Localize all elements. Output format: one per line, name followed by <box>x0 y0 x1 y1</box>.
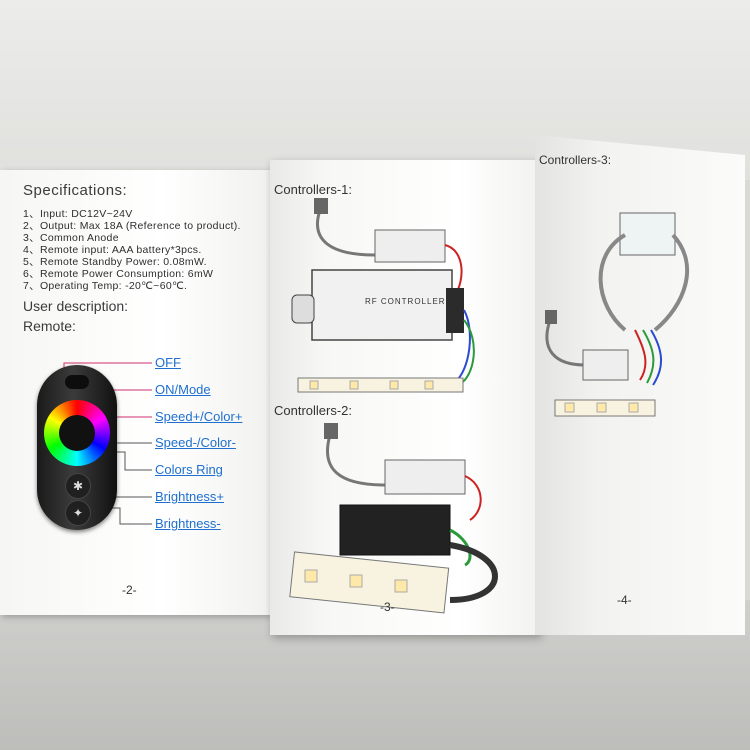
power-cable-3 <box>545 319 586 367</box>
manual-page-4: Controllers-3: -4- <box>535 135 745 635</box>
terminal-block <box>446 288 464 333</box>
plug-1 <box>314 198 328 214</box>
off-button-icon <box>65 375 89 389</box>
callout-brightness-plus: Brightness+ <box>155 489 225 504</box>
brightness-up-icon: ✱ <box>65 473 91 499</box>
spec-line: 4、Remote input: AAA battery*3pcs. <box>23 244 202 256</box>
spec-line: 2、Output: Max 18A (Reference to product)… <box>23 220 241 232</box>
led-3c <box>628 402 639 413</box>
power-supply-1 <box>374 229 446 263</box>
controller-1-drawing <box>289 198 498 614</box>
black-cable-2 <box>449 542 498 603</box>
specifications-heading: Specifications: <box>23 182 128 199</box>
rf-controller-box <box>311 269 453 341</box>
rgb-wire-3b <box>650 329 662 386</box>
rf-remote-image: ✱ ✦ <box>37 365 117 530</box>
manual-page-3: Controllers-1: <box>270 160 540 635</box>
controllers-2-heading: Controllers-2: <box>274 403 353 418</box>
power-supply-3 <box>582 349 629 381</box>
spec-line: 6、Remote Power Consumption: 6mW <box>23 268 214 280</box>
manual-page-2: Specifications: 1、Input: DC12V~24V 2、Out… <box>0 170 270 615</box>
led-2a <box>304 569 318 583</box>
wiring-diagram-3 <box>545 212 689 417</box>
brightness-down-icon: ✦ <box>65 500 91 526</box>
wiring-diagram-1 <box>289 198 498 614</box>
remote-heading: Remote: <box>23 318 76 334</box>
plug-3 <box>545 310 557 324</box>
spec-line: 5、Remote Standby Power: 0.08mW. <box>23 256 207 268</box>
led-3b <box>596 402 607 413</box>
user-description-heading: User description: <box>23 298 129 314</box>
rgb-wires-1b <box>459 319 475 385</box>
cable-3-right <box>653 233 689 332</box>
power-cable-1 <box>315 209 376 257</box>
spec-line: 3、Common Anode <box>23 232 119 244</box>
controllers-1-heading: Controllers-1: <box>274 182 353 197</box>
red-wire-2 <box>464 475 482 521</box>
wall-controller-box <box>619 212 676 256</box>
controllers-3-heading: Controllers-3: <box>539 153 612 167</box>
callout-off: OFF <box>155 355 181 370</box>
cable-3-left <box>598 233 627 332</box>
callout-on-mode: ON/Mode <box>155 382 211 397</box>
led-1d <box>424 380 434 390</box>
led-1a <box>309 380 319 390</box>
speed-button-icon <box>59 415 95 451</box>
rgb-wire-3r <box>634 329 647 381</box>
power-cable-2 <box>325 434 386 487</box>
led-2b <box>349 574 363 588</box>
rgb-wire-3g <box>642 329 655 384</box>
page-number: -2- <box>122 583 137 597</box>
led-1b <box>349 380 359 390</box>
page-number: -4- <box>617 593 632 607</box>
callout-brightness-minus: Brightness- <box>155 516 221 531</box>
callout-colors-ring: Colors Ring <box>155 462 223 477</box>
led-1c <box>389 380 399 390</box>
mount-bracket <box>291 294 315 324</box>
spec-line: 7、Operating Temp: -20℃~60℃. <box>23 280 188 292</box>
led-3a <box>564 402 575 413</box>
controller-3-drawing <box>545 212 689 417</box>
callout-speed-minus: Speed-/Color- <box>155 435 236 450</box>
spec-line: 1、Input: DC12V~24V <box>23 208 133 220</box>
callout-speed-plus: Speed+/Color+ <box>155 409 243 424</box>
rf-controller-label: RF CONTROLLER <box>365 297 446 306</box>
led-strip-2 <box>289 551 450 614</box>
touch-controller-box <box>339 504 451 556</box>
page-number: -3- <box>380 600 395 614</box>
colors-ring-icon <box>44 400 110 466</box>
plug-2 <box>324 423 338 439</box>
led-strip-1 <box>297 377 464 393</box>
led-2c <box>394 579 408 593</box>
power-supply-2 <box>384 459 466 495</box>
